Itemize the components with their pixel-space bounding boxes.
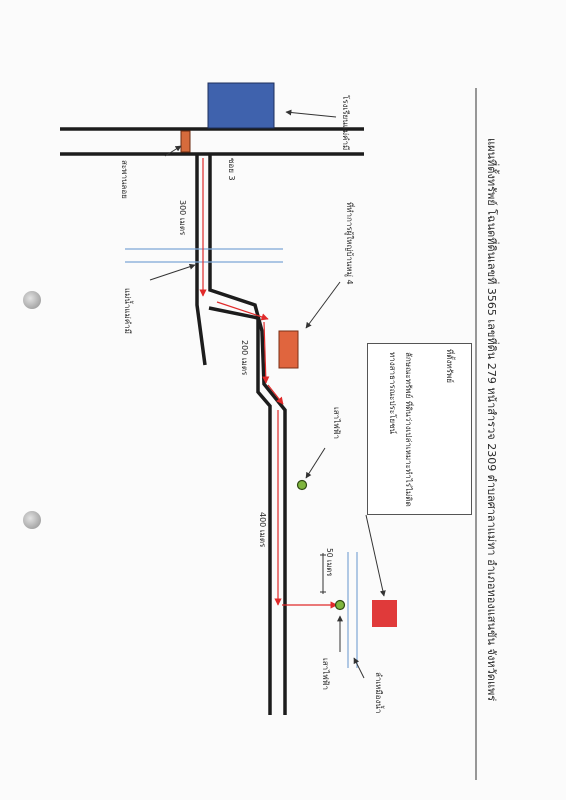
- label-canal-1: แม่น้ำแม่คำมี: [123, 288, 132, 334]
- label-pole-2: เสาไฟฟ้า: [321, 658, 330, 690]
- property-plot: [372, 600, 397, 627]
- bridge-marker: [180, 130, 191, 153]
- pointer-arrows: [149, 109, 386, 679]
- label-village-office: ที่ทำการผู้ใหญ่บ้านหมู่ 4: [345, 202, 354, 285]
- canal-1: [125, 248, 283, 263]
- label-bridge: สะพานลอย: [120, 160, 129, 199]
- map-title: แผนที่ตั้งทรัพย์ โฉนดที่ดินเลขที่ 3565 เ…: [485, 138, 498, 702]
- label-dist-300: 300 เมตร: [178, 200, 187, 236]
- property-note-box: [367, 343, 472, 515]
- main-road: [60, 127, 364, 156]
- label-dist-400: 400 เมตร: [258, 512, 267, 548]
- label-soi: ซอย 3: [227, 158, 236, 181]
- route-arrows: [199, 158, 338, 609]
- punch-hole-top: [23, 291, 41, 309]
- school-building: [207, 82, 275, 129]
- note-line-1: ลักษณะทรัพย์ ที่ดินว่างเปล่าเหมาะทำไร่ไม…: [404, 352, 413, 507]
- note-heading: ที่ตั้งทรัพย์: [445, 349, 454, 383]
- label-pole-1: เสาไฟฟ้า: [332, 407, 341, 439]
- label-dist-50: 50 เมตร: [325, 548, 334, 577]
- pole-2-icon: [334, 599, 346, 611]
- label-dist-200: 200 เมตร: [240, 340, 249, 376]
- label-canal-2: ลำเหมืองน้ำ: [374, 672, 383, 714]
- pole-1-icon: [296, 479, 308, 491]
- canal-2: [347, 552, 358, 668]
- note-line-2: ทางสาธารณะประโยชน์: [388, 352, 397, 434]
- punch-hole-bottom: [23, 511, 41, 529]
- soi-road: [195, 154, 287, 715]
- label-school: โรงเรียนแม่คำมี: [341, 95, 350, 151]
- village-office-building: [278, 330, 299, 369]
